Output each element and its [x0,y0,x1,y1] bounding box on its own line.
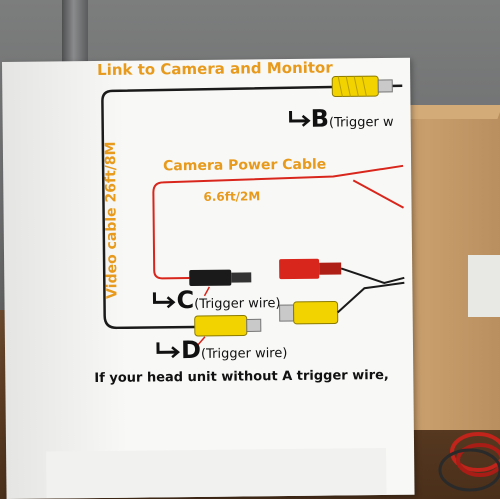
connector-b-letter: B [310,104,330,133]
connector-b-note: (Trigger w [328,114,394,131]
dc-plug-c [189,269,232,287]
video-cable-label: Video cable 26ft/8M [102,141,121,299]
box-label-sticker [468,255,500,317]
power-cable-length: 6.6ft/2M [203,189,261,204]
arrow-c-icon [152,292,173,304]
connector-c-note: (Trigger wire) [194,296,281,313]
arrow-b-icon [289,110,307,123]
connector-d: D(Trigger wire) [181,335,288,364]
metal-pole [62,0,88,70]
link-label: Link to Camera and Monitor [96,58,333,80]
connector-d-note: (Trigger wire) [200,346,288,362]
power-cable-label: Camera Power Cable [163,156,327,175]
footnote-text: If your head unit without A trigger wire… [94,367,389,387]
wiring-diagram [101,75,405,359]
arrow-d-icon [156,342,178,354]
connector-d-letter: D [180,335,202,365]
rca-socket-d [293,301,339,325]
power-cable-line [152,164,404,280]
connector-c: C(Trigger wire) [176,285,280,314]
rca-connector-d [194,314,248,337]
instruction-card: Link to Camera and Monitor Camera Power … [2,57,415,499]
connector-b: B(Trigger w [310,104,393,133]
connector-c-letter: C [176,286,195,315]
video-cable-line [101,84,403,330]
dc-socket [279,258,320,280]
